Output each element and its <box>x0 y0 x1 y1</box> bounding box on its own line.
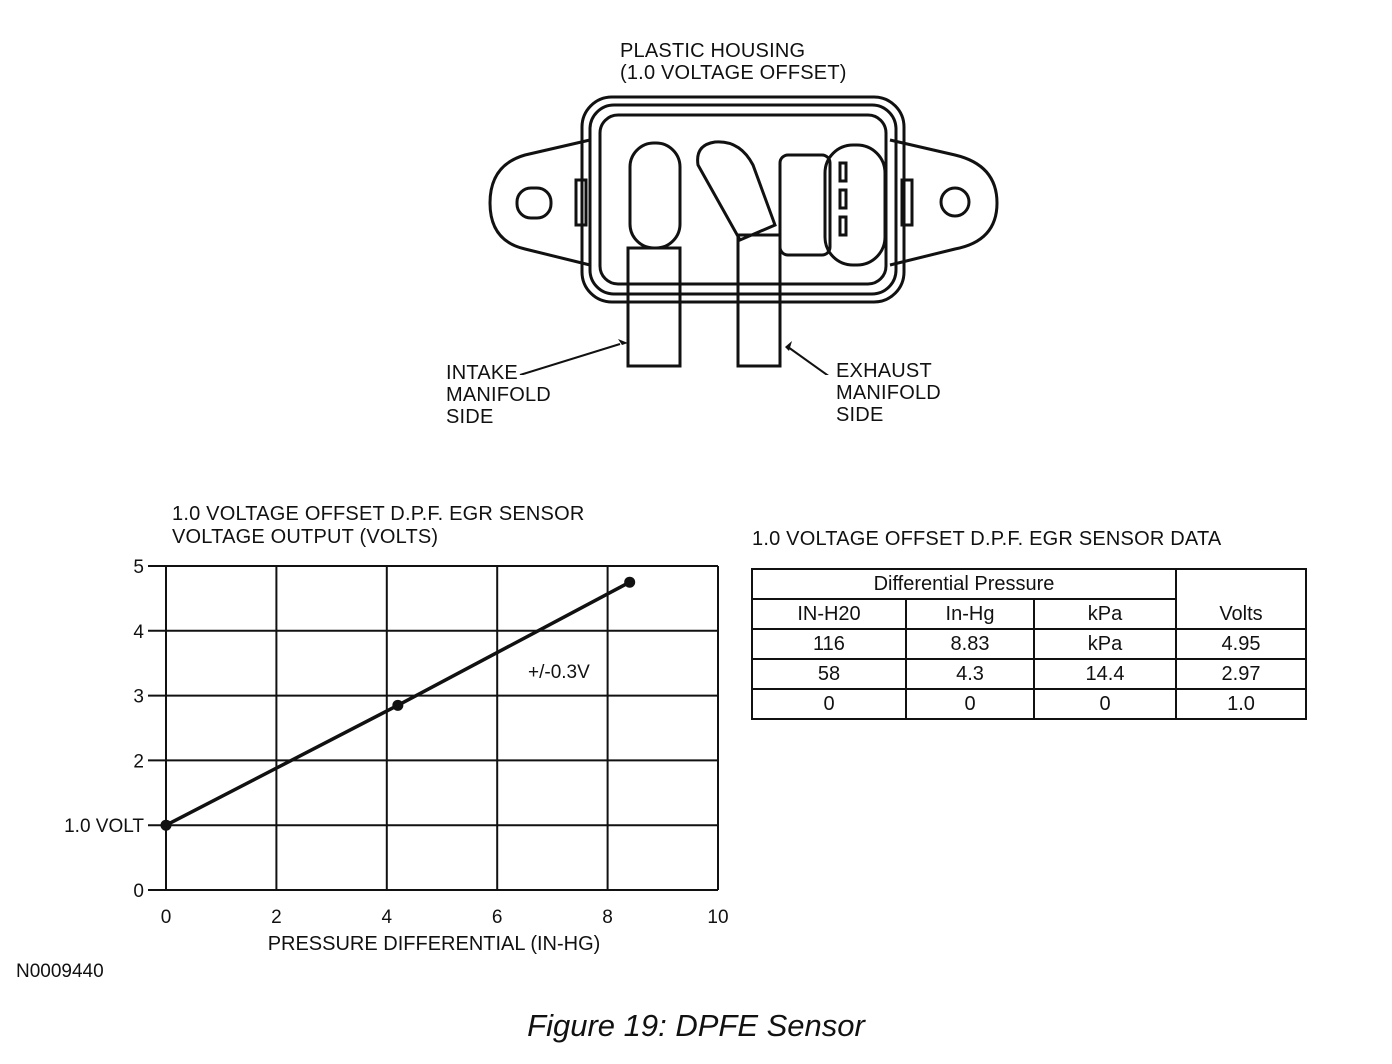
dpfe-sensor-drawing <box>488 95 999 375</box>
data-point <box>392 699 404 711</box>
table-row: 58 4.3 14.4 2.97 <box>751 658 1307 690</box>
column-header-kpa: kPa <box>1033 598 1177 630</box>
figure-caption: Figure 19: DPFE Sensor <box>527 1008 865 1043</box>
right-mounting-ear <box>889 138 999 267</box>
column-header-in-hg: In-Hg <box>905 598 1035 630</box>
housing-label: PLASTIC HOUSING (1.0 VOLTAGE OFFSET) <box>620 40 847 84</box>
table-title: 1.0 VOLTAGE OFFSET D.P.F. EGR SENSOR DAT… <box>752 528 1222 550</box>
sensor-data-table: Differential Pressure Volts IN-H20 In-Hg… <box>751 568 1307 720</box>
column-header-in-h20: IN-H20 <box>751 598 907 630</box>
intake-manifold-label: INTAKE MANIFOLD SIDE <box>446 362 551 428</box>
y-tick-label: 1.0 VOLT <box>64 816 144 837</box>
group-header: Differential Pressure <box>751 568 1177 600</box>
x-tick-label: 8 <box>602 907 613 928</box>
y-tick-label: 5 <box>133 557 144 578</box>
table-subheader-row: IN-H20 In-Hg kPa <box>751 598 1306 630</box>
table-cell: 8.83 <box>905 628 1035 660</box>
table-cell: 4.3 <box>905 658 1035 690</box>
y-tick-label: 3 <box>133 687 144 708</box>
table-row: 0 0 0 1.0 <box>751 688 1307 720</box>
x-tick-label: 2 <box>271 907 282 928</box>
column-header-volts: Volts <box>1175 568 1307 630</box>
x-tick-label: 0 <box>161 907 172 928</box>
y-tick-label: 0 <box>133 881 144 902</box>
table-header-row: Differential Pressure Volts <box>751 568 1307 630</box>
x-tick-label: 6 <box>492 907 503 928</box>
table-cell: kPa <box>1033 628 1177 660</box>
chart-ylabel: VOLTAGE OUTPUT (VOLTS) <box>172 526 439 548</box>
table-cell: 1.0 <box>1175 688 1307 720</box>
chart-title: 1.0 VOLTAGE OFFSET D.P.F. EGR SENSOR <box>172 503 585 525</box>
x-axis-label: PRESSURE DIFFERENTIAL (IN-HG) <box>268 933 601 955</box>
exhaust-manifold-label: EXHAUST MANIFOLD SIDE <box>836 360 941 426</box>
right-mounting-hole <box>939 186 971 218</box>
exhaust-tube <box>736 233 782 368</box>
table-cell: 2.97 <box>1175 658 1307 690</box>
table-cell: 14.4 <box>1033 658 1177 690</box>
table-row: 116 8.83 kPa 4.95 <box>751 628 1307 660</box>
figure-id: N0009440 <box>16 961 104 982</box>
x-tick-label: 10 <box>707 907 728 928</box>
exhaust-port <box>696 140 777 242</box>
data-point <box>624 576 636 588</box>
data-point <box>160 819 172 831</box>
electrical-connector <box>823 143 887 267</box>
table-cell: 0 <box>905 688 1035 720</box>
tolerance-annotation: +/-0.3V <box>528 662 590 683</box>
y-tick-label: 2 <box>133 751 144 772</box>
y-tick-label: 4 <box>133 622 144 643</box>
table-cell: 0 <box>751 688 907 720</box>
left-mounting-ear <box>488 138 591 267</box>
table-cell: 116 <box>751 628 907 660</box>
x-tick-label: 4 <box>382 907 393 928</box>
table-cell: 4.95 <box>1175 628 1307 660</box>
housing-outer <box>580 95 906 304</box>
left-mounting-hole <box>515 186 553 220</box>
table-cell: 0 <box>1033 688 1177 720</box>
table-cell: 58 <box>751 658 907 690</box>
intake-tube <box>626 246 682 368</box>
